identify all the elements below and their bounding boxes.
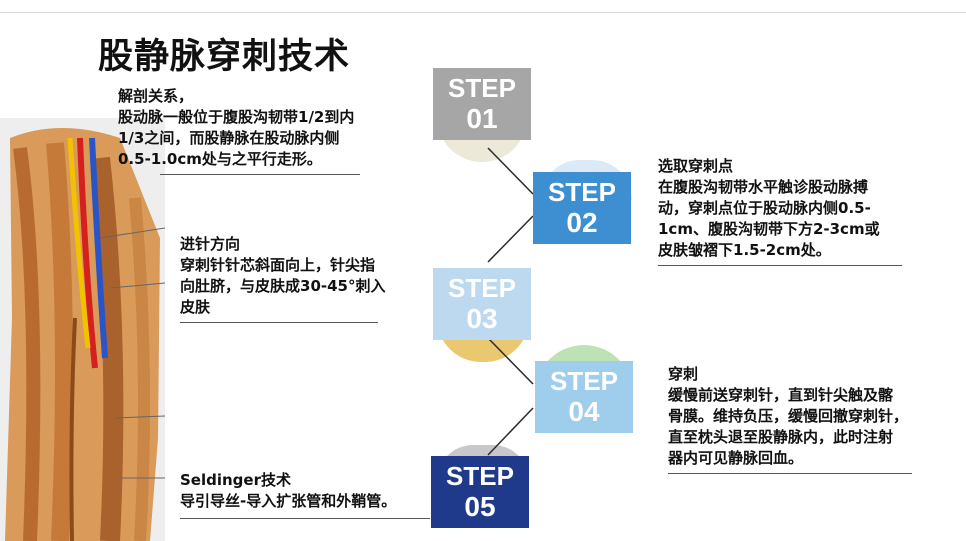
step-01-word: STEP: [448, 73, 516, 103]
puncture-point-underline: [658, 265, 902, 266]
anatomy-text-block: 解剖关系， 股动脉一般位于腹股沟韧带1/2到内 1/3之间，而股静脉在股动脉内侧…: [118, 86, 428, 170]
needle-direction-underline: [180, 322, 378, 323]
thigh-anatomy-illustration: [0, 118, 165, 541]
step-03-box: STEP 03: [433, 268, 531, 340]
seldinger-underline: [180, 518, 430, 519]
anatomy-heading: 解剖关系，: [118, 87, 194, 105]
puncture-point-heading: 选取穿刺点: [658, 157, 734, 175]
puncture-point-line-3: 1cm、腹股沟韧带下方2-3cm或: [658, 220, 880, 238]
step-05-number: 05: [464, 491, 496, 522]
puncture-point-text-block: 选取穿刺点 在腹股沟韧带水平触诊股动脉搏 动，穿刺点位于股动脉内侧0.5- 1c…: [658, 156, 958, 261]
puncture-line-4: 器内可见静脉回血。: [668, 449, 804, 467]
step-04-word: STEP: [550, 366, 618, 396]
anatomy-line-2: 1/3之间，而股静脉在股动脉内侧: [118, 129, 340, 147]
needle-direction-line-3: 皮肤: [180, 298, 211, 316]
puncture-heading: 穿刺: [668, 365, 699, 383]
step-04-number: 04: [568, 396, 600, 427]
step-02-number: 02: [566, 207, 598, 238]
step-01-number: 01: [466, 103, 498, 134]
step-05-word: STEP: [446, 461, 514, 491]
needle-direction-line-1: 穿刺针针芯斜面向上，针尖指: [180, 256, 376, 274]
needle-direction-text-block: 进针方向 穿刺针针芯斜面向上，针尖指 向肚脐，与皮肤成30-45°刺入 皮肤: [180, 234, 440, 318]
puncture-line-3: 直至枕头退至股静脉内，此时注射: [668, 428, 894, 446]
seldinger-line-1: 导引导丝-导入扩张管和外鞘管。: [180, 492, 397, 510]
puncture-text-block: 穿刺 缓慢前送穿刺针，直到针尖触及髂 骨膜。维持负压，缓慢回撤穿刺针， 直至枕头…: [668, 364, 960, 469]
top-divider: [0, 12, 966, 13]
needle-direction-heading: 进针方向: [180, 235, 241, 253]
anatomy-line-3: 0.5-1.0cm处与之平行走形。: [118, 150, 322, 168]
step-01-box: STEP 01: [433, 68, 531, 140]
puncture-underline: [668, 473, 912, 474]
step-03-word: STEP: [448, 273, 516, 303]
puncture-point-line-2: 动，穿刺点位于股动脉内侧0.5-: [658, 199, 871, 217]
puncture-line-1: 缓慢前送穿刺针，直到针尖触及髂: [668, 386, 894, 404]
step-02-box: STEP 02: [533, 172, 631, 244]
puncture-point-line-1: 在腹股沟韧带水平触诊股动脉搏: [658, 178, 869, 196]
anatomy-underline: [160, 174, 360, 175]
page-title: 股静脉穿刺技术: [98, 37, 351, 77]
step-05-box: STEP 05: [431, 456, 529, 528]
step-02-word: STEP: [548, 177, 616, 207]
anatomy-line-1: 股动脉一般位于腹股沟韧带1/2到内: [118, 108, 355, 126]
puncture-point-line-4: 皮肤皱褶下1.5-2cm处。: [658, 241, 831, 259]
step-03-number: 03: [466, 303, 498, 334]
seldinger-heading: Seldinger技术: [180, 471, 291, 489]
step-04-box: STEP 04: [535, 361, 633, 433]
puncture-line-2: 骨膜。维持负压，缓慢回撤穿刺针，: [668, 407, 909, 425]
needle-direction-line-2: 向肚脐，与皮肤成30-45°刺入: [180, 277, 386, 295]
seldinger-text-block: Seldinger技术 导引导丝-导入扩张管和外鞘管。: [180, 470, 440, 512]
